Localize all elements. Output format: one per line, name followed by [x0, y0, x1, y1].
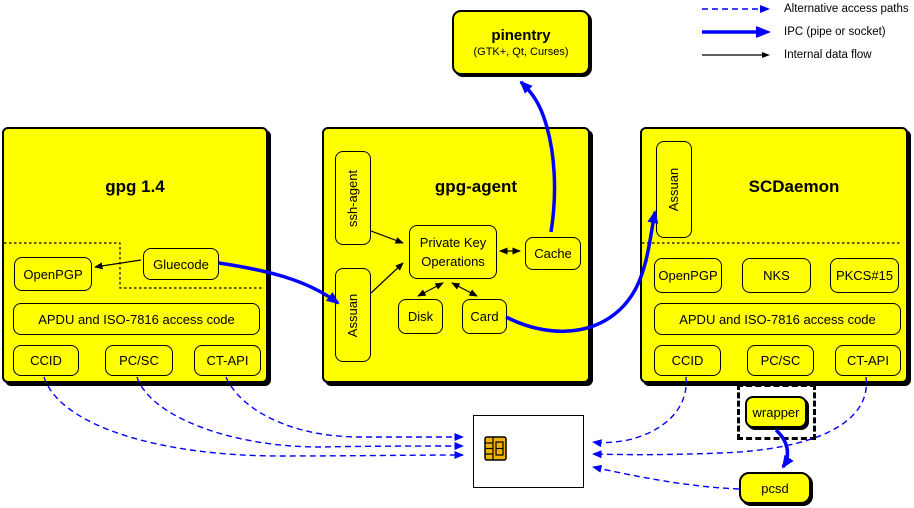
- private-key-operations-node: Private Key Operations: [409, 225, 497, 279]
- gpg-agent-title: gpg-agent: [434, 177, 518, 196]
- assuan-label: Assuan: [345, 293, 361, 337]
- gpg14-gluecode-label: Gluecode: [153, 256, 209, 272]
- alt-scdaemon-ccid-to-card: [592, 376, 687, 448]
- scdaemon-ctapi-label: CT-API: [847, 353, 889, 368]
- legend-label: IPC (pipe or socket): [784, 26, 886, 38]
- gpg14-title: gpg 1.4: [105, 177, 165, 196]
- pko-line2: Operations: [421, 254, 485, 269]
- gpg14-openpgp-label: OpenPGP: [23, 266, 83, 282]
- scdaemon-apdu-label: APDU and ISO-7816 access code: [679, 311, 876, 327]
- solid-black-arrow-icon: [702, 52, 770, 58]
- wrapper-node: wrapper: [745, 396, 807, 428]
- legend-row-alternative: Alternative access paths: [700, 1, 909, 17]
- pcsd-node: pcsd: [739, 472, 811, 504]
- gpg-agent-assuan-node: Assuan: [335, 268, 371, 362]
- smartcard-chip-icon: [484, 436, 507, 461]
- pko-line1: Private Key: [419, 234, 487, 250]
- gpg14-openpgp-node: OpenPGP: [14, 257, 92, 291]
- cache-label: Cache: [534, 246, 572, 261]
- scdaemon-ccid-node: CCID: [654, 345, 721, 376]
- gpg14-apdu-node: APDU and ISO-7816 access code: [13, 303, 260, 335]
- gpg14-apdu-label: APDU and ISO-7816 access code: [38, 311, 235, 327]
- scdaemon-pcsc-label: PC/SC: [760, 353, 801, 368]
- gpg14-pcsc-label: PC/SC: [119, 353, 159, 368]
- scdaemon-ccid-label: CCID: [671, 353, 704, 368]
- scdaemon-openpgp-label: OpenPGP: [658, 268, 718, 283]
- scdaemon-openpgp-node: OpenPGP: [654, 258, 722, 293]
- alt-gpg14-ctapi-to-card: [225, 376, 464, 441]
- smartcard: [473, 415, 584, 488]
- card-node: Card: [462, 299, 507, 334]
- gpg14-box: gpg 1.4 OpenPGP Gluecode APDU and ISO-78…: [2, 127, 268, 383]
- gpg14-ctapi-node: CT-API: [194, 345, 261, 376]
- gpg14-pcsc-node: PC/SC: [105, 345, 173, 376]
- dashed-blue-arrow-icon: [702, 5, 770, 13]
- cache-node: Cache: [525, 237, 581, 270]
- pinentry-box: pinentry (GTK+, Qt, Curses): [452, 10, 590, 75]
- scdaemon-nks-label: NKS: [763, 268, 790, 283]
- gpg14-ccid-label: CCID: [30, 353, 62, 368]
- gpg-agent-box: gpg-agent ssh-agent Assuan Private Key O…: [322, 127, 590, 383]
- pinentry-title: pinentry: [491, 27, 551, 44]
- gpg14-ccid-node: CCID: [13, 345, 79, 376]
- alt-gpg14-pcsc-to-card: [136, 376, 464, 451]
- gpg14-ctapi-label: CT-API: [206, 353, 249, 368]
- assuan-label: Assuan: [666, 167, 682, 212]
- pinentry-subtitle: (GTK+, Qt, Curses): [473, 46, 569, 58]
- legend-row-ipc: IPC (pipe or socket): [700, 24, 909, 40]
- legend-label: Internal data flow: [784, 49, 872, 61]
- wrapper-label: wrapper: [752, 404, 800, 420]
- alt-scdaemon-ctapi-to-card: [592, 376, 868, 459]
- scdaemon-pcsc-node: PC/SC: [747, 345, 814, 376]
- scdaemon-ctapi-node: CT-API: [835, 345, 901, 376]
- scdaemon-title: SCDaemon: [748, 177, 840, 196]
- gpg-agent-ssh-agent-node: ssh-agent: [335, 151, 371, 245]
- scdaemon-nks-node: NKS: [742, 258, 811, 293]
- card-label: Card: [470, 309, 499, 324]
- legend-row-internal: Internal data flow: [700, 47, 909, 63]
- scdaemon-pkcs15-node: PKCS#15: [830, 258, 899, 293]
- alt-pcsd-to-card: [592, 464, 740, 490]
- disk-node: Disk: [398, 299, 443, 334]
- scdaemon-box: SCDaemon Assuan OpenPGP NKS PKCS#15 APDU…: [640, 127, 908, 383]
- legend: Alternative access paths IPC (pipe or so…: [700, 1, 909, 63]
- alt-gpg14-ccid-to-card: [43, 376, 464, 460]
- ssh-agent-label: ssh-agent: [345, 169, 361, 227]
- scdaemon-assuan-node: Assuan: [656, 141, 692, 238]
- scdaemon-pkcs15-label: PKCS#15: [835, 268, 894, 283]
- legend-label: Alternative access paths: [784, 3, 909, 15]
- pcsd-label: pcsd: [761, 480, 789, 496]
- scdaemon-apdu-node: APDU and ISO-7816 access code: [654, 303, 901, 335]
- gpg14-gluecode-node: Gluecode: [143, 248, 219, 280]
- solid-blue-arrow-icon: [702, 26, 771, 38]
- disk-label: Disk: [407, 309, 434, 324]
